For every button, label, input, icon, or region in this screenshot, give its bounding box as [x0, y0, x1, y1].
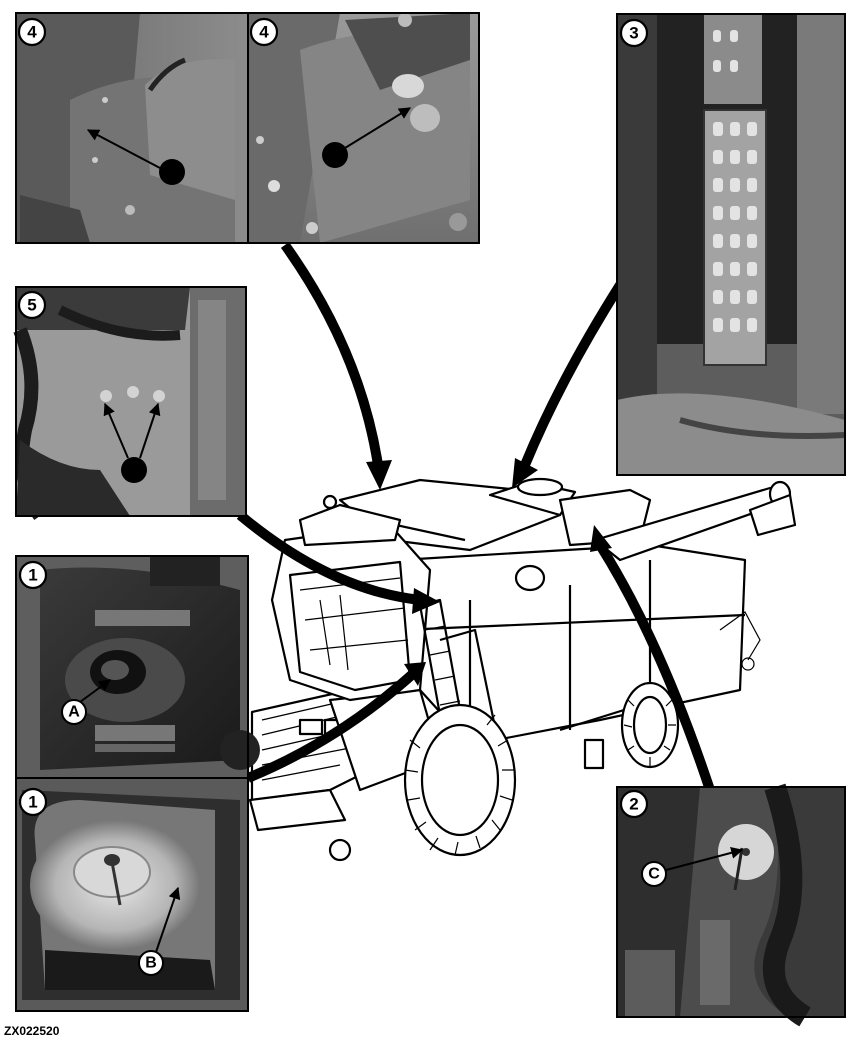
figure-id: ZX022520 — [4, 1024, 60, 1038]
panel-number-badge: 3 — [619, 18, 649, 48]
leader-arrows — [236, 242, 715, 792]
panel-number-badge: 1 — [18, 560, 48, 590]
grease-gun-icon — [321, 141, 349, 169]
svg-text:4: 4 — [259, 23, 269, 42]
grease-gun-icon — [158, 158, 186, 186]
svg-text:C: C — [648, 866, 660, 883]
leader-arrow-3 — [520, 282, 625, 467]
photo-panel-1b — [15, 777, 249, 1012]
leader-arrow-1 — [246, 668, 419, 783]
leader-arrow-4 — [280, 242, 383, 466]
callout-c: C — [641, 861, 667, 887]
photo-panel-3 — [616, 13, 846, 476]
svg-text:3: 3 — [629, 24, 638, 43]
svg-text:5: 5 — [27, 296, 36, 315]
photo-panel-1a — [15, 555, 260, 779]
photo-panel-2 — [616, 783, 846, 1027]
photo-panel-4a — [15, 12, 249, 244]
photo-panel-4b — [247, 12, 480, 244]
leader-arrow-5 — [236, 511, 421, 605]
photo-panel-5 — [13, 286, 247, 520]
svg-text:4: 4 — [27, 23, 37, 42]
callout-b: B — [138, 950, 164, 976]
callout-a: A — [61, 699, 87, 725]
panel-number-badge: 4 — [249, 17, 279, 47]
svg-text:A: A — [68, 704, 80, 721]
svg-text:1: 1 — [28, 793, 37, 812]
svg-text:1: 1 — [28, 566, 37, 585]
svg-text:2: 2 — [629, 795, 638, 814]
panel-number-badge: 1 — [18, 787, 48, 817]
grease-gun-icon — [120, 456, 148, 484]
leader-arrow-2 — [595, 542, 715, 792]
panel-number-badge: 4 — [17, 17, 47, 47]
panel-number-badge: 2 — [619, 789, 649, 819]
svg-text:B: B — [145, 955, 157, 972]
panel-number-badge: 5 — [17, 290, 47, 320]
